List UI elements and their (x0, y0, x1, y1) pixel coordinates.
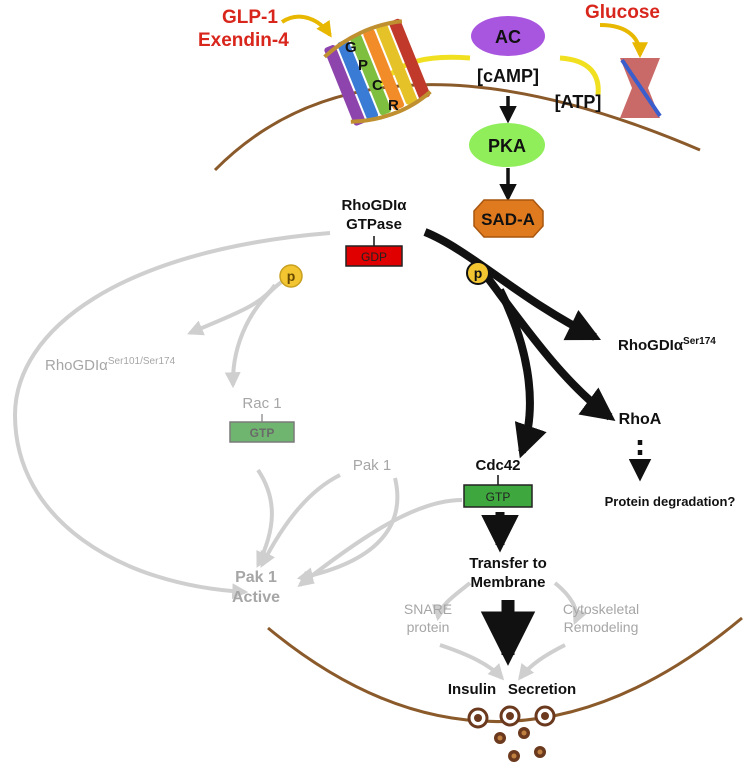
rhogdi-ser174-label: RhoGDIαSer174 (618, 336, 716, 354)
snare-label-line2: protein (407, 619, 450, 635)
ligand-binding-arrow (280, 14, 332, 38)
snare-label-line1: SNARE (404, 601, 452, 617)
arrow-snare-protein-down (439, 643, 505, 681)
pak1-label: Pak 1 (353, 457, 391, 474)
grey-cycle-path (12, 231, 331, 600)
gpcr-letter-g: G (345, 39, 357, 56)
arrow-pak1-active-feed (296, 477, 400, 584)
glucose-uptake-arrow (599, 23, 648, 59)
arrow-cytoskeletal-to-secretion (553, 581, 588, 625)
pka-label: PKA (488, 136, 526, 156)
arrow-to-rac1 (224, 278, 286, 389)
arrow-cdc42-to-pak1-active (297, 498, 463, 587)
gdp-box (345, 245, 403, 267)
glucose-transporter-icon (620, 58, 662, 118)
ac-node (471, 16, 545, 56)
transfer-label-line1: Transfer to (469, 555, 547, 572)
insulin-label: Insulin (448, 681, 496, 698)
ac-label: AC (495, 27, 521, 47)
rhogdi-ser101-label: RhoGDIαSer101/Ser174 (45, 356, 176, 374)
sada-node (473, 199, 544, 238)
rac1-gtp-label: GTP (250, 426, 275, 440)
atp-label: [ATP] (555, 92, 602, 112)
protein-degradation-label: Protein degradation? (605, 494, 736, 509)
secretion-label: Secretion (508, 681, 576, 698)
phospho-label-active-path: p (474, 265, 483, 281)
gpcr-letter-p: P (358, 57, 368, 74)
pak1-active-line1: Pak 1 (235, 569, 277, 586)
gpcr-receptor-icon (323, 18, 432, 126)
glucose-label: Glucose (585, 2, 660, 23)
phospho-badge-active-path (466, 261, 490, 285)
gpcr-letter-r: R (388, 97, 399, 114)
camp-label: [cAMP] (477, 66, 539, 86)
rhoa-label: RhoA (619, 411, 662, 428)
cytoskeletal-label-line2: Remodeling (564, 619, 639, 635)
arrow-snare-to-secretion (432, 581, 472, 622)
atp-arc (559, 55, 601, 96)
rac1-label: Rac 1 (242, 395, 281, 412)
ligand-exendin4-label: Exendin-4 (198, 30, 289, 51)
gdp-label: GDP (361, 250, 387, 264)
arrow-cytoskeletal-down (518, 643, 566, 681)
transfer-label-line2: Membrane (470, 574, 545, 591)
gpcr-letter-c: C (372, 77, 383, 94)
ligand-glp1-label: GLP-1 (222, 7, 278, 28)
arrow-to-rhoa (474, 262, 616, 421)
pak1-active-line2: Active (232, 589, 280, 606)
sada-label: SAD-A (481, 210, 535, 229)
top-cell-membrane (213, 83, 701, 172)
cdc42-gtp-box (463, 484, 533, 508)
pka-node (469, 123, 545, 167)
phospho-badge-grey-path (279, 264, 303, 288)
phospho-label-grey-path: p (287, 268, 296, 284)
rac1-gtp-box (229, 421, 295, 443)
rhogdi-label: RhoGDIα (341, 197, 407, 214)
gtpase-label: GTPase (346, 216, 402, 233)
arrow-to-rhogdi-ser174 (423, 228, 602, 341)
cdc42-gtp-label: GTP (486, 490, 511, 504)
arrow-to-cdc42 (496, 288, 547, 459)
arrow-to-rhogdi-ser101 (187, 283, 277, 336)
cdc42-label: Cdc42 (475, 457, 520, 474)
insulin-granules-icon (467, 705, 556, 762)
cytoskeletal-label-line1: Cytoskeletal (563, 601, 639, 617)
arrow-pak1-to-pak1-active (260, 473, 341, 568)
